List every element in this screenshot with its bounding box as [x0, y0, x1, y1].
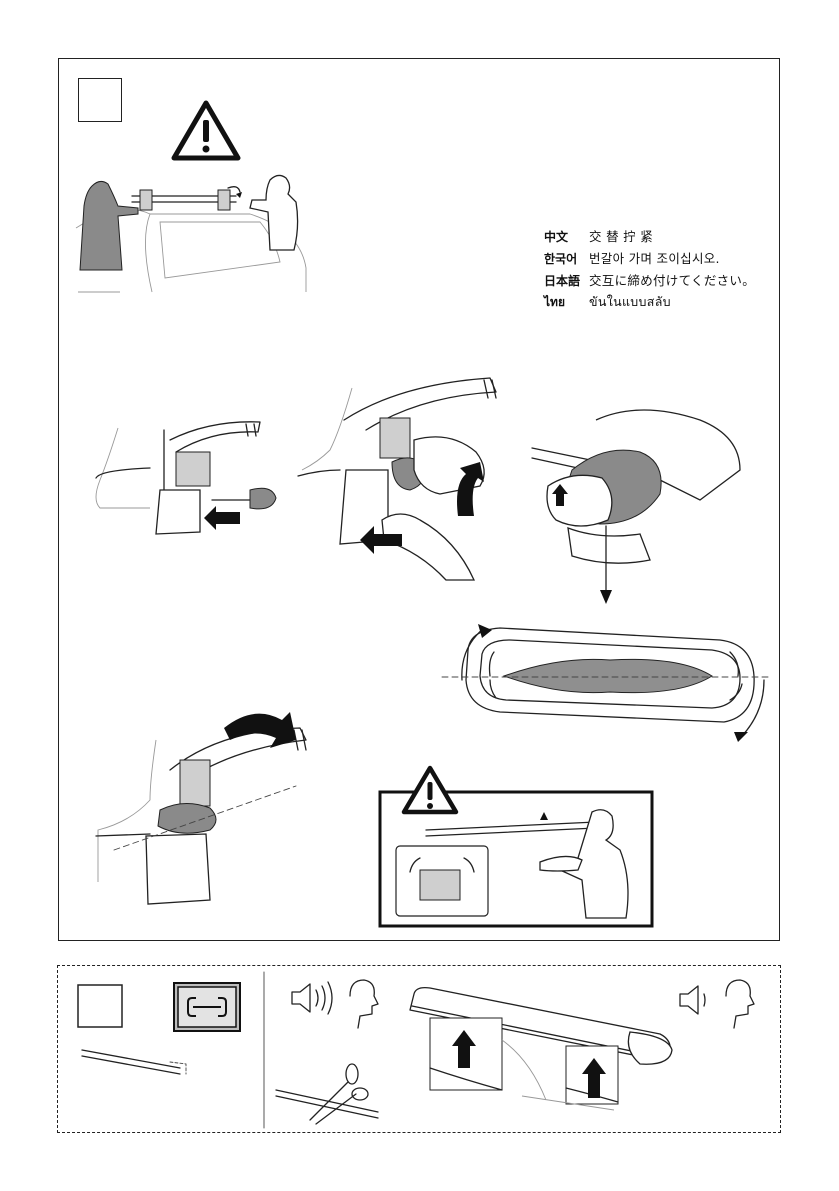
two-person-roofrack-illustration	[76, 175, 306, 292]
knob-rotation-detail-illustration	[532, 410, 740, 604]
warning-icon	[404, 768, 456, 812]
bottom-instruction-panel	[57, 965, 781, 1133]
knob-rotation-diagram	[442, 624, 770, 742]
clamp-lever-close-illustration	[96, 712, 306, 904]
clamp-tighten-knob-illustration	[298, 378, 496, 580]
clamp-insert-key-illustration	[96, 422, 276, 534]
warning-icon	[174, 103, 238, 158]
